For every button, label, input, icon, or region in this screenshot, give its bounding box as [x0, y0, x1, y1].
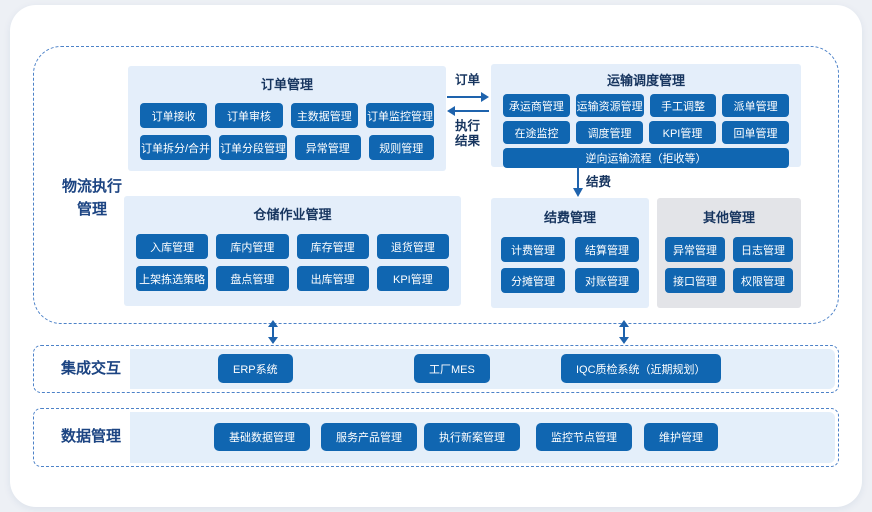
- panel-title-order: 订单管理: [260, 77, 313, 92]
- double-arrow-vertical-icon: [619, 320, 629, 344]
- module-button[interactable]: 权限管理: [733, 268, 793, 293]
- section-logistics-execution: 物流执行 管理 订单管理 订单接收 订单审核 主数据管理 订单监控管理 订单拆分…: [33, 46, 839, 324]
- module-button[interactable]: KPI管理: [376, 266, 449, 291]
- data-button-exec-plan[interactable]: 执行新案管理: [424, 423, 520, 451]
- module-button[interactable]: 在途监控: [503, 121, 570, 144]
- module-button[interactable]: 计费管理: [501, 237, 565, 262]
- module-button[interactable]: 分摊管理: [501, 268, 565, 293]
- warehouse-row-2: 上架拣选策略 盘点管理 出库管理 KPI管理: [136, 266, 449, 291]
- panel-title-billing: 结费管理: [543, 210, 596, 225]
- system-button-mes[interactable]: 工厂MES: [414, 354, 490, 383]
- module-button[interactable]: 对账管理: [575, 268, 639, 293]
- panel-billing-management: 结费管理 计费管理 结算管理 分摊管理 对账管理: [491, 198, 649, 308]
- logistics-execution-label: 物流执行 管理: [42, 175, 142, 221]
- data-management-label: 数据管理: [60, 428, 121, 445]
- billing-row-2: 分摊管理 对账管理: [501, 268, 639, 293]
- panel-other-management: 其他管理 异常管理 日志管理 接口管理 权限管理: [657, 198, 801, 308]
- module-button[interactable]: 回单管理: [722, 121, 789, 144]
- panel-warehouse-operations: 仓储作业管理 入库管理 库内管理 库存管理 退货管理 上架拣选策略 盘点管理 出…: [124, 196, 461, 306]
- data-button-maintenance[interactable]: 维护管理: [644, 423, 718, 451]
- order-transport-flow: 订单 执行 结果: [444, 73, 491, 149]
- double-arrow-vertical-icon: [268, 320, 278, 344]
- logistics-execution-label-line2: 管理: [76, 201, 107, 218]
- module-button[interactable]: 接口管理: [665, 268, 725, 293]
- flow-label-exec-result: 执行 结果: [444, 119, 491, 149]
- transport-row-3: 逆向运输流程（拒收等）: [503, 148, 789, 168]
- module-button[interactable]: 主数据管理: [290, 103, 358, 128]
- panel-order-management: 订单管理 订单接收 订单审核 主数据管理 订单监控管理 订单拆分/合并 订单分段…: [128, 66, 446, 171]
- panel-title-warehouse: 仓储作业管理: [253, 207, 332, 222]
- transport-row-2: 在途监控 调度管理 KPI管理 回单管理: [503, 121, 789, 144]
- arrow-down-icon: [573, 167, 583, 197]
- transport-row-1: 承运商管理 运输资源管理 手工调整 派单管理: [503, 94, 790, 117]
- module-button[interactable]: 盘点管理: [216, 266, 289, 291]
- module-button[interactable]: 异常管理: [295, 135, 361, 160]
- module-button[interactable]: 订单监控管理: [365, 103, 434, 128]
- module-button[interactable]: 上架拣选策略: [136, 266, 209, 291]
- module-button[interactable]: 异常管理: [665, 237, 725, 262]
- main-card: 物流执行 管理 订单管理 订单接收 订单审核 主数据管理 订单监控管理 订单拆分…: [10, 5, 862, 507]
- module-button[interactable]: 退货管理: [376, 234, 449, 259]
- module-button[interactable]: 库内管理: [216, 234, 289, 259]
- warehouse-row-1: 入库管理 库内管理 库存管理 退货管理: [136, 234, 449, 259]
- module-button[interactable]: 承运商管理: [503, 94, 570, 117]
- system-button-erp[interactable]: ERP系统: [218, 354, 293, 383]
- panel-transport-dispatch: 运输调度管理 承运商管理 运输资源管理 手工调整 派单管理 在途监控 调度管理 …: [491, 64, 801, 168]
- section-data-management: 数据管理 基础数据管理 服务产品管理 执行新案管理 监控节点管理 维护管理: [33, 408, 839, 467]
- order-row-1: 订单接收 订单审核 主数据管理 订单监控管理: [140, 103, 434, 128]
- flow-label-exec-result-line2: 结果: [454, 134, 480, 148]
- billing-row-1: 计费管理 结算管理: [501, 237, 639, 262]
- module-button[interactable]: 手工调整: [649, 94, 717, 117]
- module-button[interactable]: 派单管理: [722, 94, 790, 117]
- module-button[interactable]: 订单分段管理: [219, 135, 288, 160]
- flow-label-billing: 结费: [586, 175, 612, 189]
- data-button-master-data[interactable]: 基础数据管理: [214, 423, 310, 451]
- data-button-monitor-node[interactable]: 监控节点管理: [536, 423, 632, 451]
- arrow-left-icon: [446, 106, 489, 116]
- panel-title-other: 其他管理: [702, 210, 755, 225]
- panel-title-transport: 运输调度管理: [606, 73, 685, 88]
- module-button[interactable]: 调度管理: [576, 121, 643, 144]
- data-button-service-product[interactable]: 服务产品管理: [321, 423, 417, 451]
- module-button[interactable]: 订单审核: [215, 103, 283, 128]
- logistics-execution-label-line1: 物流执行: [61, 178, 122, 195]
- module-button[interactable]: 日志管理: [733, 237, 793, 262]
- module-button[interactable]: 结算管理: [575, 237, 639, 262]
- section-integration: 集成交互 ERP系统 工厂MES IQC质检系统（近期规划）: [33, 345, 839, 393]
- module-button[interactable]: 订单接收: [140, 103, 208, 128]
- module-button[interactable]: 运输资源管理: [575, 94, 644, 117]
- flow-label-order: 订单: [454, 73, 480, 87]
- system-button-iqc[interactable]: IQC质检系统（近期规划）: [561, 354, 721, 383]
- arrow-right-icon: [446, 92, 489, 102]
- other-row-1: 异常管理 日志管理: [665, 237, 793, 262]
- integration-label: 集成交互: [60, 360, 121, 377]
- flow-label-exec-result-line1: 执行: [454, 119, 480, 133]
- module-button[interactable]: 出库管理: [296, 266, 369, 291]
- module-button[interactable]: KPI管理: [649, 121, 716, 144]
- other-row-2: 接口管理 权限管理: [665, 268, 793, 293]
- module-button[interactable]: 规则管理: [368, 135, 434, 160]
- module-button[interactable]: 库存管理: [296, 234, 369, 259]
- module-button-reverse-transport[interactable]: 逆向运输流程（拒收等）: [503, 148, 789, 168]
- order-row-2: 订单拆分/合并 订单分段管理 异常管理 规则管理: [140, 135, 434, 160]
- module-button[interactable]: 入库管理: [136, 234, 209, 259]
- module-button[interactable]: 订单拆分/合并: [140, 135, 212, 160]
